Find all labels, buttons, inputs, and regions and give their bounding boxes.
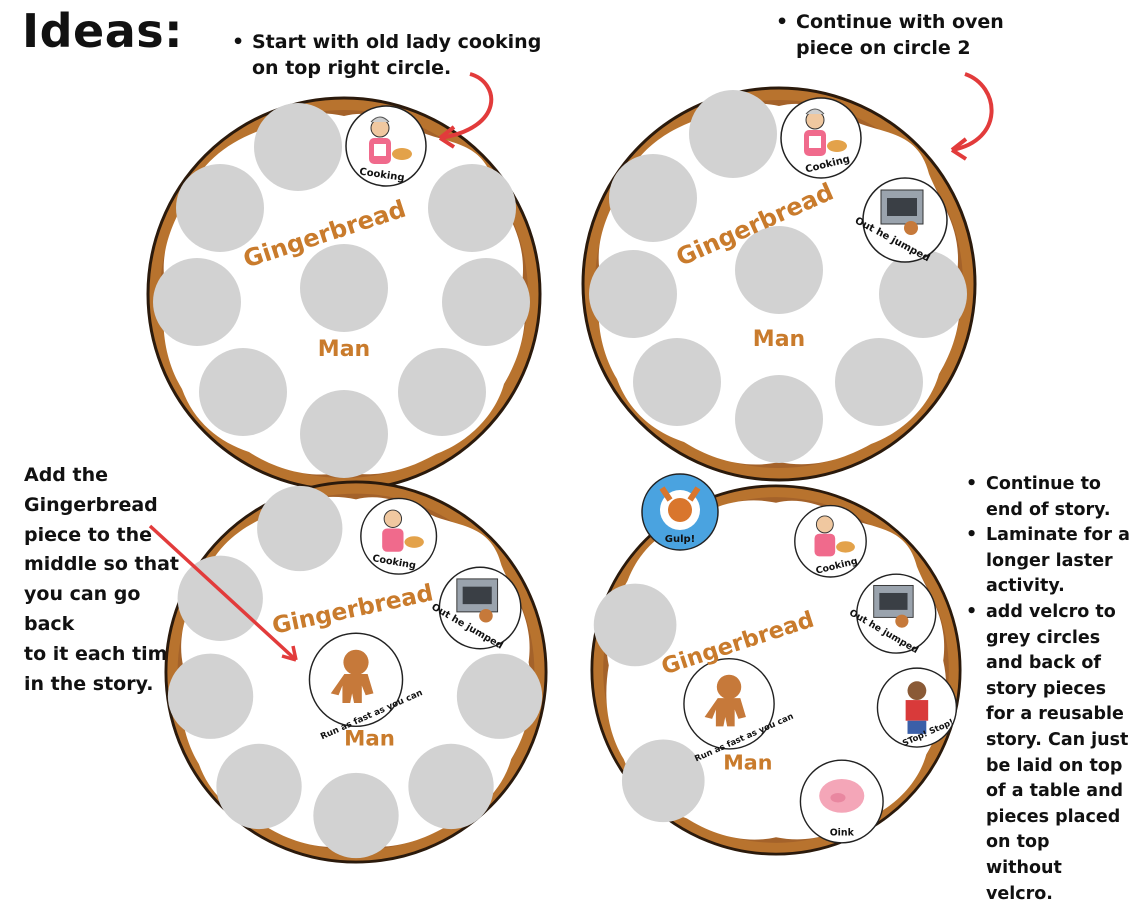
slot-circle[interactable] bbox=[313, 772, 399, 859]
title-bottom: Man bbox=[344, 727, 395, 752]
note-continue-laminate: Continue to end of story. Laminate for a… bbox=[966, 472, 1131, 907]
slot-circle[interactable] bbox=[398, 348, 486, 436]
slot-circle[interactable] bbox=[593, 583, 677, 667]
note-item: Laminate for a longer laster activity. bbox=[966, 523, 1131, 600]
note-item: add velcro to grey circles and back of s… bbox=[966, 600, 1131, 907]
arrowhead bbox=[281, 645, 298, 662]
slot-circle[interactable] bbox=[879, 250, 967, 338]
slot-circle[interactable] bbox=[835, 338, 923, 426]
gulp-label: Gulp! bbox=[665, 534, 695, 545]
slot-circle[interactable] bbox=[609, 154, 697, 242]
cooking-piece[interactable]: Cooking bbox=[780, 97, 862, 179]
story-board-1: Cooking Gingerbread Man bbox=[146, 96, 542, 492]
note-gingerbread-middle: Add the Gingerbread piece to the middle … bbox=[24, 464, 181, 695]
story-board-3: Cooking Out he jumped Run as fast as you… bbox=[164, 480, 548, 864]
slot-circle[interactable] bbox=[589, 250, 677, 338]
slot-circle[interactable] bbox=[442, 258, 530, 346]
cooking-piece[interactable]: Cooking bbox=[794, 504, 867, 578]
oink-label: Oink bbox=[830, 827, 855, 838]
title-bottom: Man bbox=[318, 337, 370, 362]
slot-circle[interactable] bbox=[300, 390, 388, 478]
slot-circle[interactable] bbox=[257, 485, 343, 572]
slot-circle[interactable] bbox=[621, 739, 705, 823]
slot-circle-center[interactable] bbox=[735, 226, 823, 314]
oink-piece[interactable]: Oink bbox=[799, 759, 884, 844]
title-bottom: Man bbox=[753, 327, 805, 352]
story-board-2: Cooking Out he jumped Gingerbread Man bbox=[581, 86, 977, 482]
cooking-piece[interactable]: Cooking bbox=[345, 105, 427, 187]
slot-circle[interactable] bbox=[176, 164, 264, 252]
slot-circle-center[interactable] bbox=[300, 244, 388, 332]
slot-circle[interactable] bbox=[633, 338, 721, 426]
slot-circle[interactable] bbox=[456, 653, 543, 739]
slot-circle[interactable] bbox=[153, 258, 241, 346]
gulp-piece[interactable]: Gulp! bbox=[640, 472, 720, 552]
curved-arrow-1 bbox=[439, 72, 494, 140]
cooking-piece[interactable]: Cooking bbox=[360, 497, 438, 575]
curved-arrow-2 bbox=[951, 72, 994, 152]
slot-circle[interactable] bbox=[177, 555, 263, 641]
stop-piece[interactable]: STop! Stop! bbox=[876, 667, 958, 748]
page-title: Ideas: bbox=[22, 4, 184, 58]
oven-piece[interactable]: Out he jumped bbox=[853, 177, 948, 264]
title-bottom: Man bbox=[723, 751, 772, 775]
arrowhead bbox=[438, 125, 456, 149]
slot-circle[interactable] bbox=[254, 103, 342, 191]
slot-circle[interactable] bbox=[735, 375, 823, 463]
straight-arrow bbox=[148, 524, 298, 662]
arrows-layer bbox=[148, 72, 994, 662]
slot-circle[interactable] bbox=[216, 743, 302, 830]
arrowhead bbox=[950, 137, 968, 161]
slot-circle[interactable] bbox=[428, 164, 516, 252]
slot-circle[interactable] bbox=[167, 653, 254, 739]
story-board-4: Cooking Out he jumped STop! Stop! Oink R… bbox=[590, 484, 962, 856]
slot-circle[interactable] bbox=[199, 348, 287, 436]
slot-circle[interactable] bbox=[689, 90, 777, 178]
note-item: Continue to end of story. bbox=[966, 472, 1131, 523]
slot-circle[interactable] bbox=[408, 743, 494, 830]
